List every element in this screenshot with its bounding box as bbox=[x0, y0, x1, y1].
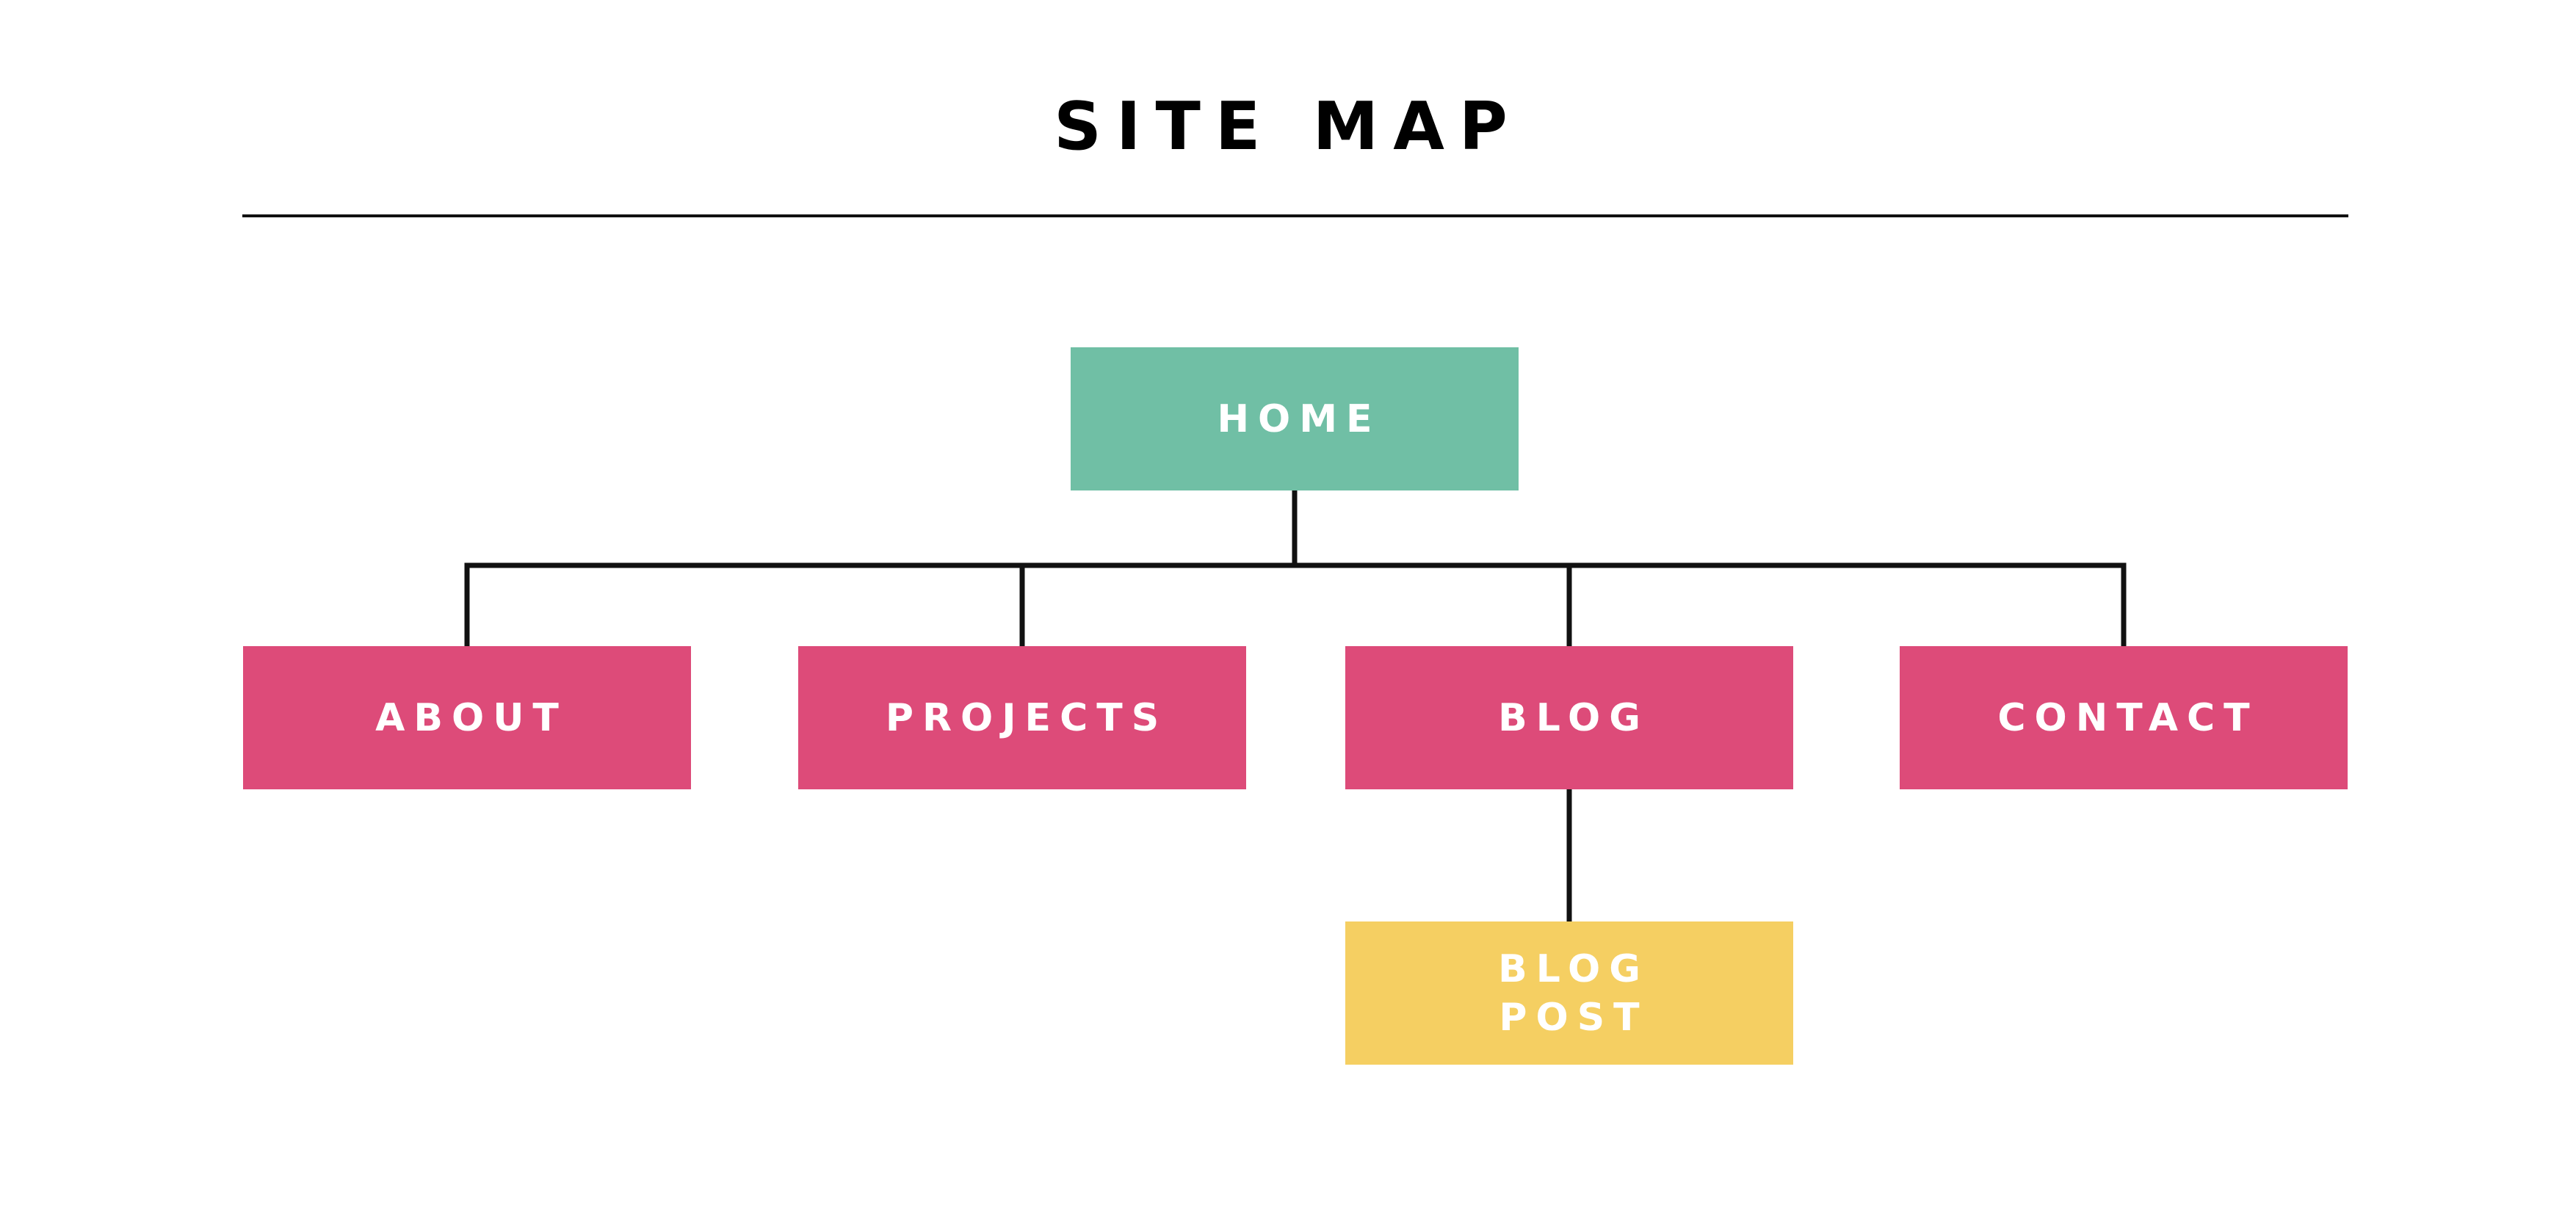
node-contact-label: CONTACT bbox=[1997, 695, 2259, 740]
node-blog-label: BLOG bbox=[1498, 695, 1649, 740]
node-blog[interactable]: BLOG bbox=[1345, 646, 1793, 789]
node-about-label: ABOUT bbox=[375, 695, 568, 740]
node-contact[interactable]: CONTACT bbox=[1900, 646, 2348, 789]
node-blog-post-label-line2: POST bbox=[1499, 995, 1649, 1040]
title-divider bbox=[242, 214, 2348, 217]
node-home-label: HOME bbox=[1217, 396, 1381, 441]
node-projects[interactable]: PROJECTS bbox=[798, 646, 1246, 789]
node-home[interactable]: HOME bbox=[1071, 347, 1519, 490]
node-about[interactable]: ABOUT bbox=[243, 646, 691, 789]
node-projects-label: PROJECTS bbox=[885, 695, 1168, 740]
node-blog-post[interactable]: BLOG POST bbox=[1345, 921, 1793, 1065]
node-blog-post-label-line1: BLOG bbox=[1498, 946, 1649, 991]
page-title: SITE MAP bbox=[1054, 88, 1522, 165]
connector-group bbox=[464, 488, 2127, 924]
